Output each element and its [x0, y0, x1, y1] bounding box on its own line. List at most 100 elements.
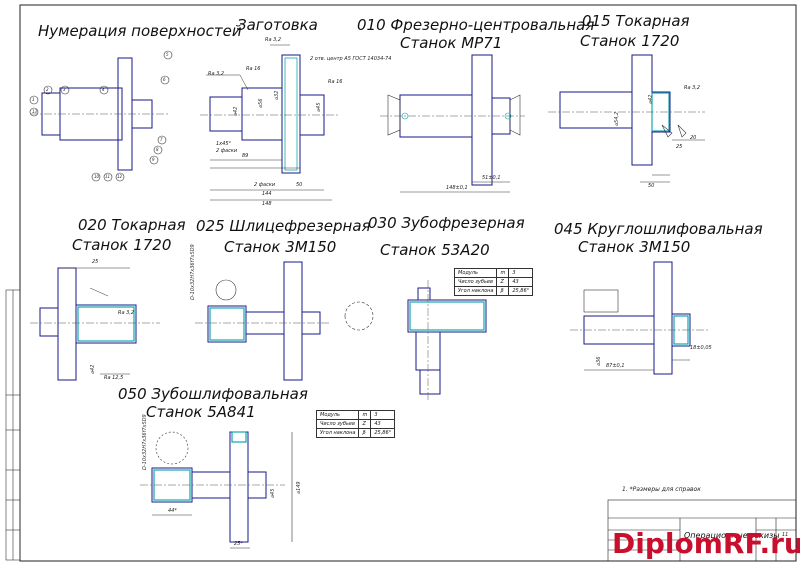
title-op030-line1: 030 Зубофрезерная: [368, 214, 525, 232]
op045-part: [570, 261, 710, 375]
blank-d56: ⌀56: [258, 98, 264, 108]
sheet-frame: [19, 4, 797, 562]
op015-L20: 20: [690, 135, 697, 141]
blank-L148: 148: [262, 201, 272, 207]
op050-d45: ⌀45: [270, 488, 276, 498]
blank-ra32: Ra 3,2: [208, 71, 225, 77]
op020-L25: 25: [92, 259, 99, 265]
blank-d45: ⌀45: [316, 102, 322, 112]
op025-spline: D-10x32H7x36f7x5D9: [190, 244, 196, 300]
title-block: [607, 499, 797, 562]
op010-L148: 148±0,1: [446, 185, 468, 191]
blank-L144: 144: [262, 191, 272, 197]
op045-d36: ⌀36: [596, 356, 602, 366]
title-op050-line1: 050 Зубошлифовальная: [118, 385, 308, 403]
op015-d42: ⌀42: [648, 94, 654, 104]
title-op050-line2: Станок 5А841: [146, 403, 256, 421]
surface-number: 4: [102, 87, 105, 92]
op015-part: [548, 54, 705, 166]
title-op030-line2: Станок 53А20: [380, 241, 490, 259]
op050-L25: 25*: [234, 541, 243, 547]
op020-d42: ⌀42: [90, 364, 96, 374]
op025-cutter: [215, 279, 237, 301]
title-numbering: Нумерация поверхностей: [38, 22, 242, 40]
title-op010-line2: Станок МР71: [400, 34, 503, 52]
title-op020-line2: Станок 1720: [72, 236, 172, 254]
stamp-title: Операционные эскизы: [684, 531, 780, 540]
op045-L87: 87±0,1: [606, 363, 625, 369]
blank-chamfer-2: 2 фаски: [254, 182, 276, 188]
surface-number: 13: [32, 109, 38, 114]
op015-d54: ⌀54,2: [614, 111, 620, 126]
op020-dims: [60, 267, 130, 375]
op010-L51: 51±0,1: [482, 175, 501, 181]
surface-number: 5: [166, 52, 169, 57]
watermark-logo: DiplomRF.ru: [612, 527, 800, 560]
op010-clamps: [387, 94, 521, 193]
surface-number-markers: [29, 50, 173, 182]
op020-ra125: Ra 12,5: [104, 375, 124, 381]
title-blank: Заготовка: [237, 16, 318, 34]
blank-ra16-b: Ra 16: [328, 79, 343, 85]
op045-L18: 18±0,05: [690, 345, 712, 351]
op030-part: [407, 280, 487, 400]
left-margin-strip: [5, 289, 21, 561]
blank-ra32-top: Ra 3,2: [265, 37, 282, 43]
op050-d149: ⌀149: [296, 481, 302, 494]
surface-number: 12: [117, 174, 123, 179]
op015-L25: 25: [676, 144, 683, 150]
op050-part: [140, 431, 285, 543]
op020-part: [30, 267, 160, 381]
title-op045-line1: 045 Круглошлифовальная: [554, 220, 763, 238]
surface-number: 3: [63, 87, 66, 92]
blank-ra16-a: Ra 16: [246, 66, 261, 72]
blank-L50: 50: [296, 182, 303, 188]
surface-number: 1: [32, 97, 35, 102]
surface-number: 11: [105, 174, 111, 179]
surface-number: 10: [94, 174, 100, 179]
surface-number: 2: [46, 87, 49, 92]
reference-note: 1. *Размеры для справок: [622, 486, 701, 493]
op050-wheel: [152, 431, 293, 549]
shaft-numbering: [30, 57, 170, 171]
title-op020-line1: 020 Токарная: [78, 216, 186, 234]
title-op015-line2: Станок 1720: [580, 32, 680, 50]
blank-center-note: 2 отв. центр А5 ГОСТ 14034-74: [310, 56, 392, 62]
op045-wheel: [583, 289, 690, 371]
op030-hob: [344, 301, 374, 331]
surface-number: 8: [156, 147, 159, 152]
title-op010-line1: 010 Фрезерно-центровальная: [357, 16, 595, 34]
blank-d42: ⌀42: [233, 106, 239, 116]
stamp-sheet-number: 11: [782, 532, 789, 538]
op015-L50: 50: [648, 183, 655, 189]
op015-ra32: Ra 3,2: [684, 85, 701, 91]
surface-number: 6: [163, 77, 166, 82]
surface-number: 7: [160, 137, 163, 142]
op050-spline: D-10x32H7x36f7x5D9: [142, 414, 148, 470]
surface-number: 9: [152, 157, 155, 162]
title-op045-line2: Станок 3М150: [578, 238, 691, 256]
title-op025-line1: 025 Шлицефрезерная: [196, 217, 371, 235]
blank-part: [200, 54, 340, 174]
op020-ra32: Ra 3,2: [118, 310, 135, 316]
op015-tools: [640, 124, 705, 183]
blank-dimension-lines: [206, 44, 332, 201]
op010-part: [380, 54, 525, 186]
blank-d32: ⌀32: [274, 90, 280, 100]
title-op015-line1: 015 Токарная: [582, 12, 690, 30]
op050-L44: 44*: [168, 508, 177, 514]
op025-part: [195, 261, 330, 381]
title-op025-line2: Станок 3М150: [224, 238, 337, 256]
blank-1x45: 1x45°: [216, 141, 232, 147]
blank-chamfer: 2 фаски: [216, 148, 238, 154]
blank-L89: 89: [242, 153, 249, 159]
